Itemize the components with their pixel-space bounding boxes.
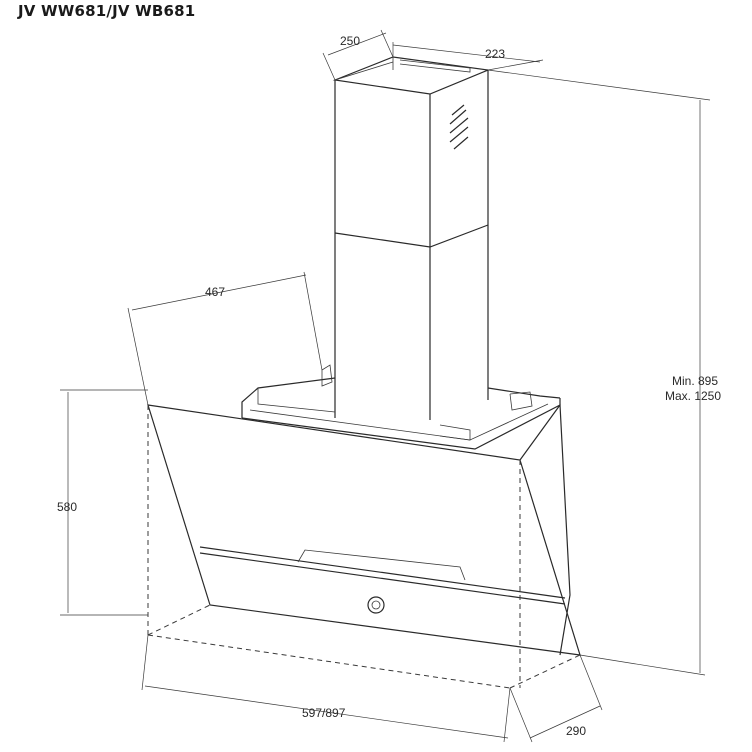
product-title: JV WW681/JV WB681 <box>18 2 196 20</box>
mounting-plate <box>241 364 561 450</box>
glass-canopy <box>147 403 581 656</box>
vent-slots <box>449 104 469 150</box>
control-knob <box>367 596 385 614</box>
dim-canopy-height: 580 <box>57 500 77 514</box>
dim-bottom-depth: 290 <box>566 724 586 738</box>
dim-height-max: Max. 1250 <box>665 389 721 403</box>
dim-chimney-width: 223 <box>485 47 505 61</box>
dim-height-min: Min. 895 <box>672 374 718 388</box>
dim-chimney-depth: 250 <box>340 34 360 48</box>
chimney <box>332 56 491 420</box>
dimension-lines <box>60 29 711 743</box>
projection-lines <box>147 405 581 689</box>
dim-canopy-depth: 467 <box>205 285 225 299</box>
dim-width: 597/897 <box>302 706 346 720</box>
